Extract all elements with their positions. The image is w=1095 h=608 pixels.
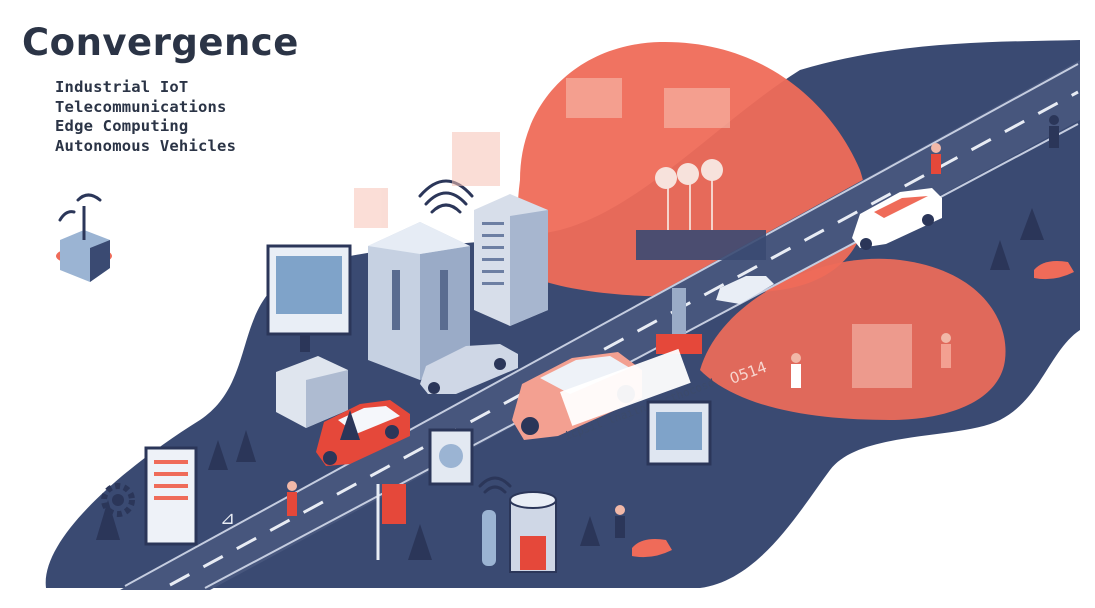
gear-icon	[101, 483, 135, 517]
cell-tower-icon	[656, 288, 702, 354]
lane-marking	[169, 90, 1079, 587]
cell-tower-icon	[482, 491, 557, 573]
monitor-icon	[428, 428, 474, 486]
monitor-icon	[646, 400, 712, 466]
car-icon	[316, 400, 410, 466]
page-title: Convergence	[22, 21, 299, 64]
topic-item: Industrial IoT	[55, 78, 189, 96]
car-icon	[716, 276, 774, 304]
router-icon	[56, 193, 112, 282]
road-sign-symbol: ⊿	[220, 508, 235, 529]
wifi-icon	[418, 179, 474, 214]
topic-item: Autonomous Vehicles	[55, 136, 237, 155]
monitor-icon	[144, 446, 198, 546]
monitor-icon	[266, 244, 352, 352]
topic-list: Industrial IoT Telecommunications Edge C…	[55, 78, 236, 156]
building-icon	[474, 194, 548, 326]
topic-item: Telecommunications	[55, 97, 227, 116]
cell-tower-icon	[636, 159, 766, 260]
person-icon	[287, 115, 1059, 538]
tree-icon	[96, 208, 1044, 560]
car-icon	[420, 344, 518, 394]
hologram-panel	[354, 78, 912, 388]
sign-post	[376, 484, 406, 560]
building-icon	[276, 356, 348, 428]
car-icon	[852, 188, 942, 250]
building-icon	[368, 222, 470, 380]
topic-item: Edge Computing	[55, 117, 189, 135]
wifi-icon	[478, 476, 512, 494]
robot-icon	[632, 261, 1074, 558]
